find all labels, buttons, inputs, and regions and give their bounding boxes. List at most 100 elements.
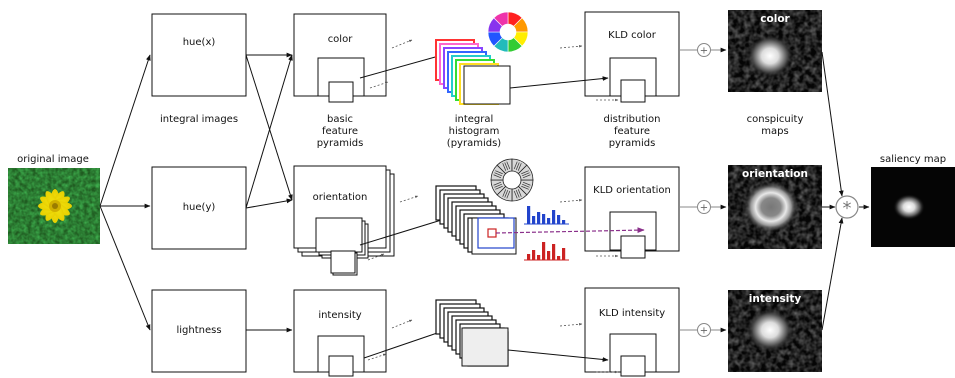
- svg-text:intensity: intensity: [749, 293, 802, 305]
- orientation-feature-label: orientation: [313, 192, 368, 203]
- histogram-bar: [542, 242, 546, 260]
- orientation-hatch: [493, 181, 502, 186]
- orientation-flow-arrow: [495, 227, 645, 234]
- svg-text:color: color: [760, 13, 790, 25]
- svg-text:+: +: [700, 326, 708, 337]
- orientation-hatch: [517, 189, 522, 197]
- intensity-feature-label: intensity: [318, 310, 361, 321]
- orientation-hatch: [515, 190, 520, 198]
- kld-orientation-label: KLD orientation: [593, 185, 671, 196]
- channel-lightness-box: [151, 289, 247, 373]
- orientation-hatch: [517, 163, 522, 171]
- histogram-bar: [547, 218, 551, 224]
- color-feature-pyramid: color: [293, 13, 387, 103]
- kld-intensity-label: KLD intensity: [599, 308, 665, 319]
- integral-images-label: integral images: [160, 114, 238, 125]
- svg-text:maps: maps: [761, 126, 788, 137]
- svg-text:integral: integral: [455, 114, 494, 125]
- basic-feature-pyramids-label: basic feature pyramids: [317, 114, 364, 149]
- histogram-arrows: [507, 76, 609, 362]
- sum-arrows: [679, 47, 727, 333]
- orientation-hatch: [522, 183, 530, 188]
- histogram-bar: [557, 215, 561, 224]
- input-arrows: [99, 54, 151, 331]
- color-stack-front: [463, 65, 511, 105]
- histogram-bar: [537, 255, 541, 260]
- channel-lightness-label: lightness: [176, 325, 221, 336]
- kld-orientation-box: KLD orientation: [584, 166, 680, 259]
- orientation-wheel-icon: [490, 158, 534, 202]
- red-histogram-icon: [524, 242, 569, 261]
- orientation-hatch: [513, 190, 518, 199]
- orientation-hatch: [502, 163, 507, 171]
- svg-text:conspicuity: conspicuity: [747, 114, 804, 125]
- histogram-bar: [527, 254, 531, 260]
- histogram-bar: [552, 244, 556, 260]
- orientation-feature-pyramid: orientation: [293, 165, 395, 276]
- orientation-hatch: [502, 189, 507, 197]
- kld-intensity-box: KLD intensity: [584, 287, 680, 377]
- orientation-hatch: [494, 183, 502, 188]
- intensity-stack-front: [461, 327, 509, 367]
- channel-hue-x-box: [151, 13, 247, 97]
- svg-text:+: +: [700, 46, 708, 57]
- orientation-hatch: [513, 161, 518, 170]
- channel-arrows: [245, 52, 293, 333]
- orientation-hatch: [504, 190, 509, 198]
- svg-text:feature: feature: [322, 126, 358, 137]
- orientation-hatch: [495, 185, 503, 190]
- original-image: [8, 168, 100, 244]
- svg-text:pyramids: pyramids: [317, 138, 364, 149]
- orientation-hatch: [515, 162, 520, 170]
- orientation-hatch: [522, 181, 531, 186]
- orientation-hatch: [495, 170, 503, 175]
- channel-hue-y-label: hue(y): [183, 202, 216, 213]
- histogram-bar: [532, 216, 536, 224]
- histogram-bar: [532, 250, 536, 260]
- conspicuity-map-color: color: [728, 10, 822, 92]
- orientation-hatch: [522, 174, 531, 179]
- orientation-stack-front: [471, 217, 517, 255]
- sum-operator-color: +: [697, 43, 711, 57]
- color-feature-label: color: [328, 34, 354, 45]
- svg-text:feature: feature: [614, 126, 650, 137]
- blue-histogram-icon: [524, 206, 569, 225]
- original-image-label: original image: [17, 154, 89, 165]
- histogram-bar: [562, 248, 566, 260]
- orientation-hatch: [506, 161, 511, 170]
- histogram-bar: [537, 212, 541, 224]
- histogram-bar: [547, 251, 551, 260]
- svg-text:*: *: [843, 198, 852, 219]
- histogram-bar: [562, 220, 566, 224]
- color-wheel-segment: [493, 11, 509, 27]
- svg-text:distribution: distribution: [604, 114, 661, 125]
- orientation-window-outer: [477, 217, 515, 249]
- sum-operator-orientation: +: [697, 200, 711, 214]
- sum-operator-intensity: +: [697, 323, 711, 337]
- kld-color-box: KLD color: [584, 11, 680, 103]
- svg-text:orientation: orientation: [742, 168, 808, 180]
- kld-color-label: KLD color: [608, 30, 657, 41]
- combine-operator: *: [835, 195, 859, 219]
- pyramid-dotted-arrows: [367, 39, 419, 361]
- svg-text:+: +: [700, 203, 708, 214]
- combine-arrows: [821, 51, 870, 331]
- orientation-hatch: [522, 172, 530, 177]
- histogram-bar: [552, 210, 556, 224]
- orientation-hatch: [494, 172, 502, 177]
- orientation-hatch: [521, 185, 529, 190]
- histogram-bar: [527, 206, 531, 224]
- orientation-wheel-segment: [517, 164, 534, 181]
- orientation-hatch: [493, 174, 502, 179]
- histogram-bar: [542, 214, 546, 224]
- intensity-feature-pyramid: intensity: [293, 289, 387, 377]
- color-histogram-stack: [435, 39, 511, 105]
- orientation-hatch: [521, 170, 529, 175]
- saliency-map: [871, 167, 955, 247]
- intensity-histogram-stack: [435, 299, 509, 367]
- svg-text:(pyramids): (pyramids): [447, 138, 501, 149]
- svg-text:histogram: histogram: [449, 126, 500, 137]
- orientation-hatch: [504, 162, 509, 170]
- svg-text:basic: basic: [327, 114, 353, 125]
